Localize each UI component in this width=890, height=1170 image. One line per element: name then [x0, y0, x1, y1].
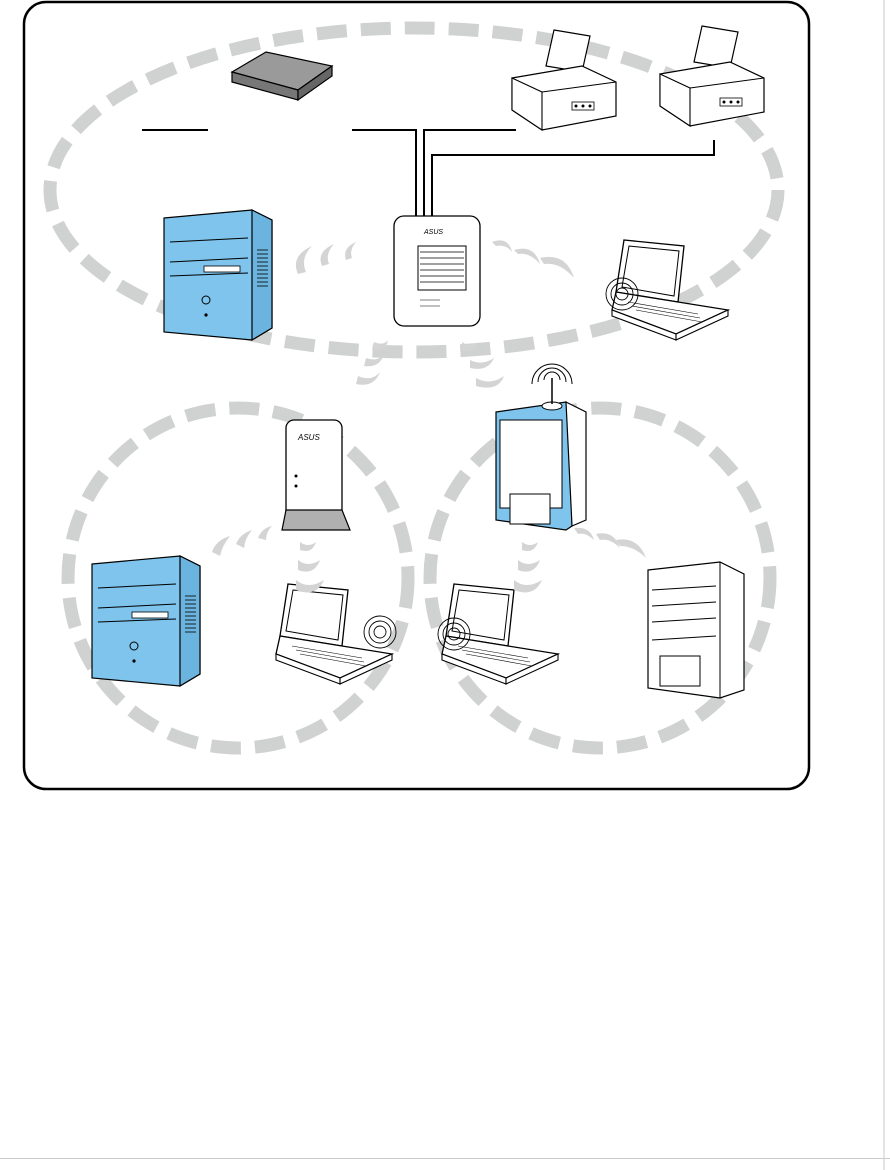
wired-connections [142, 130, 714, 216]
ap-brand-logo: ASUS [297, 433, 320, 442]
page-footer-rule [0, 1158, 890, 1159]
laptop-icon [612, 240, 728, 340]
laptop-icon [442, 584, 558, 684]
vertical-access-point-icon: ASUS [282, 420, 350, 530]
router-brand-logo: ASUS [423, 229, 443, 236]
blue-desktop-icon [164, 210, 272, 340]
desktop-with-antenna-icon [496, 364, 586, 530]
printer-icon [660, 26, 764, 126]
wireless-router-icon: ASUS [394, 216, 480, 326]
white-desktop-icon [648, 562, 744, 698]
modem-icon [232, 52, 332, 100]
wireless-adapter-icon [364, 616, 396, 648]
blue-desktop-icon [92, 556, 200, 686]
